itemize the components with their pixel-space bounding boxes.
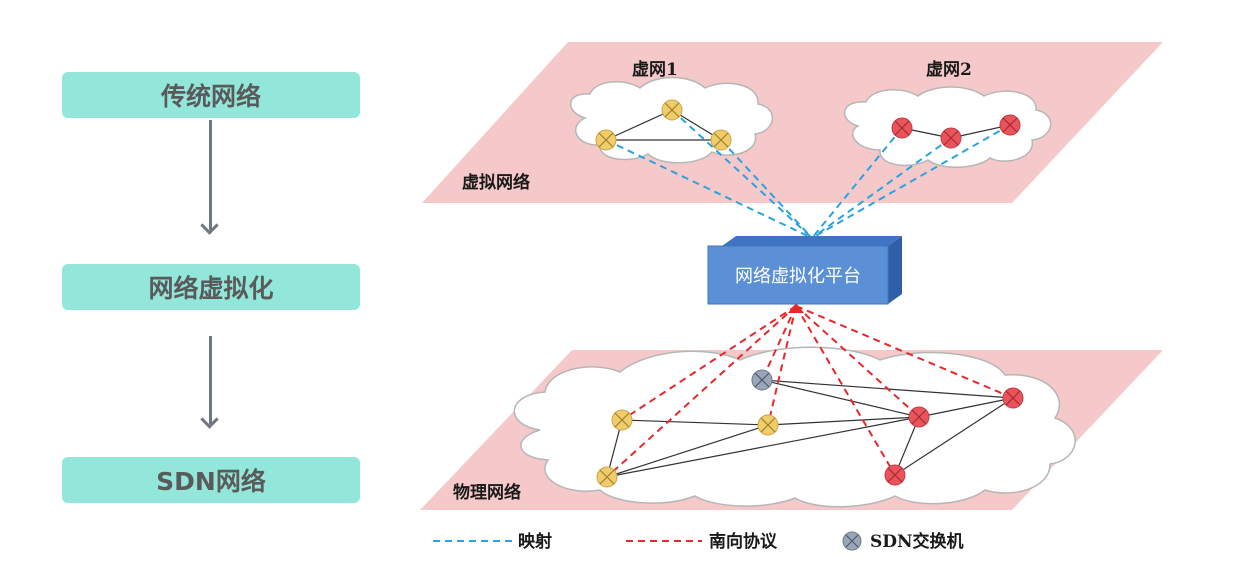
vnet1-label: 虚网1 xyxy=(632,60,678,80)
legend: 映射 南向协议 SDN交换机 xyxy=(433,531,964,552)
legend-southbound-label: 南向协议 xyxy=(709,531,778,552)
platform-label: 网络虚拟化平台 xyxy=(735,266,861,287)
node-physical-yellow-2 xyxy=(757,414,779,436)
node-vnet1-top xyxy=(661,99,683,121)
node-physical-red-2 xyxy=(1002,387,1024,409)
step-network-virtualization: 网络虚拟化 xyxy=(62,264,360,310)
virtual-network-label: 虚拟网络 xyxy=(462,172,530,193)
node-physical-yellow-1 xyxy=(611,409,633,431)
virtualization-platform: 网络虚拟化平台 xyxy=(707,236,902,305)
legend-switch-icon xyxy=(842,531,862,551)
step-sdn-network: SDN网络 xyxy=(62,457,360,503)
southbound-lines xyxy=(606,305,1014,478)
legend-mapping-label: 映射 xyxy=(518,531,552,552)
vnet2-label: 虚网2 xyxy=(926,60,972,80)
node-physical-red-3 xyxy=(884,464,906,486)
virtual-network-plane xyxy=(422,42,1163,203)
node-vnet1-left xyxy=(595,129,617,151)
southbound-arrowhead xyxy=(788,303,804,313)
physical-cloud xyxy=(513,346,1076,508)
vnet2-cloud xyxy=(843,86,1052,168)
node-physical-gray xyxy=(751,369,773,391)
physical-network-label: 物理网络 xyxy=(453,482,521,503)
step-traditional-network: 传统网络 xyxy=(62,72,360,118)
node-vnet2-left xyxy=(891,117,913,139)
down-arrow-2 xyxy=(209,336,212,424)
node-physical-red-1 xyxy=(908,406,930,428)
legend-switch-label: SDN交换机 xyxy=(870,531,964,552)
down-arrow-1 xyxy=(209,120,212,230)
node-vnet2-right xyxy=(999,114,1021,136)
node-vnet2-mid xyxy=(940,127,962,149)
node-vnet1-right xyxy=(710,129,732,151)
mapping-lines xyxy=(605,109,1011,239)
node-physical-yellow-3 xyxy=(596,466,618,488)
